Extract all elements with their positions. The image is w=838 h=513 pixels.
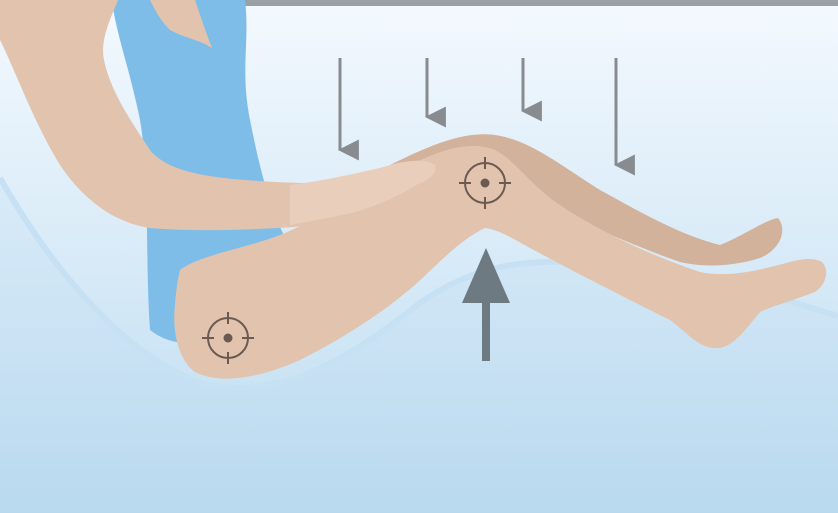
hand-on-knee bbox=[290, 160, 436, 225]
neck-skin bbox=[150, 0, 212, 48]
top-strip bbox=[0, 0, 838, 6]
crosshair-target-icon bbox=[459, 157, 511, 209]
shoulder bbox=[0, 0, 330, 231]
support-cushion bbox=[0, 180, 838, 513]
arrow-up-icon bbox=[462, 248, 510, 361]
front-leg bbox=[174, 145, 827, 379]
crosshair-target-icon bbox=[202, 312, 254, 364]
pressure-arrows bbox=[337, 58, 635, 176]
